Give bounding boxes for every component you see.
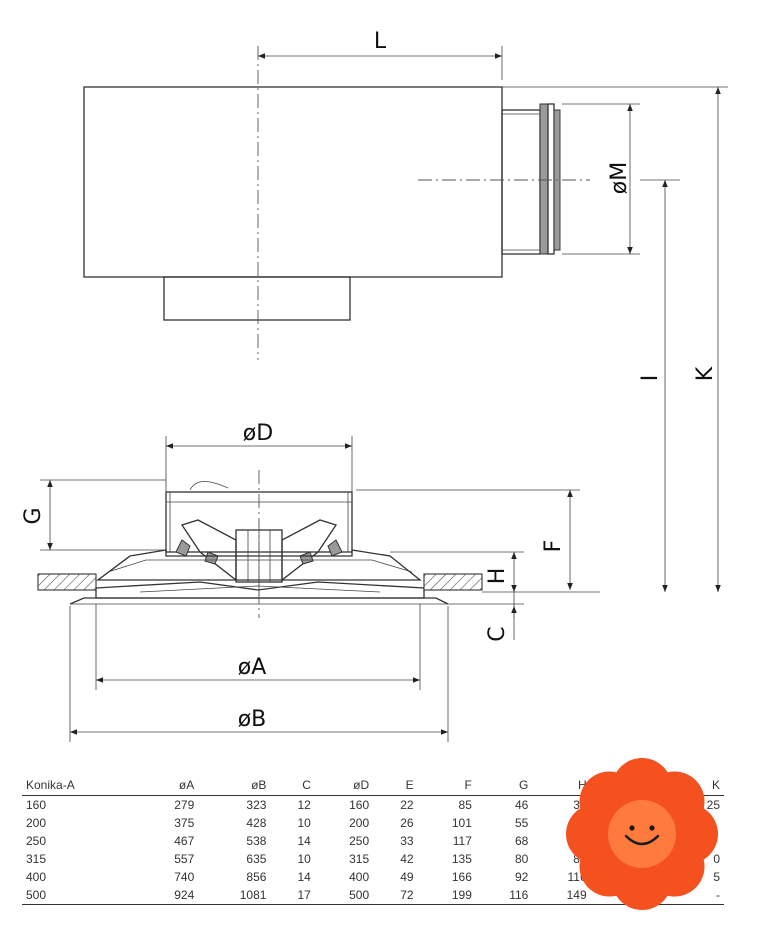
label-K: K: [693, 366, 718, 381]
table-cell: 279: [174, 798, 195, 812]
col-header: C: [270, 776, 315, 796]
label-B: øB: [238, 707, 267, 732]
table-cell: 500: [314, 886, 374, 905]
table-cell: 10: [297, 852, 311, 866]
table-cell: 22: [400, 798, 414, 812]
dimension-D: øD: [165, 421, 353, 492]
table-cell: 55: [514, 816, 529, 830]
table-cell: 26: [400, 816, 414, 830]
table-cell: 49: [400, 870, 414, 884]
table-cell: 25: [706, 798, 720, 812]
table-cell: 250: [26, 834, 47, 848]
table-cell: 315: [349, 852, 370, 866]
col-header: Konika-A: [22, 776, 140, 796]
table-cell: 92: [514, 870, 529, 884]
smiling-flower-icon: [566, 758, 718, 910]
table-cell: 1081: [198, 886, 271, 905]
label-L: L: [374, 29, 387, 54]
dimension-G: G: [21, 479, 166, 551]
table-cell: 160: [26, 798, 47, 812]
table-cell: 200: [349, 816, 370, 830]
dimension-L: L: [258, 29, 503, 80]
label-C: C: [485, 626, 510, 641]
dimension-K: K: [502, 86, 728, 592]
table-cell: 428: [246, 816, 267, 830]
dimension-I: I: [638, 179, 680, 592]
table-cell: 375: [174, 816, 195, 830]
table-cell: 0: [713, 852, 720, 866]
table-cell: 635: [246, 852, 267, 866]
col-header: øB: [198, 776, 271, 796]
col-header: H: [532, 776, 591, 796]
table-cell: 199: [417, 886, 476, 905]
plenum-box: [83, 86, 561, 321]
table-cell: 166: [451, 870, 472, 884]
table-cell: 323: [246, 798, 267, 812]
col-header: E: [373, 776, 418, 796]
label-F: F: [541, 540, 566, 553]
table-cell: 42: [400, 852, 414, 866]
table-cell: 400: [26, 870, 47, 884]
table-cell: 5: [713, 870, 720, 884]
flower-smile: [624, 834, 660, 846]
table-cell: 14: [297, 870, 311, 884]
table-cell: 557: [174, 852, 195, 866]
table-cell: 17: [270, 886, 315, 905]
label-I: I: [638, 375, 663, 382]
dimension-C: C: [448, 592, 524, 642]
diffuser-section: [37, 481, 483, 605]
dimension-M: øM: [562, 103, 640, 255]
table-cell: 315: [26, 852, 47, 866]
table-cell: 856: [246, 870, 267, 884]
table-cell: 14: [297, 834, 311, 848]
label-M: øM: [607, 162, 632, 194]
flower-face: [608, 800, 676, 868]
label-G: G: [21, 507, 46, 524]
dimension-H: H: [390, 551, 600, 593]
table-cell: 467: [174, 834, 195, 848]
flower-eye-right: [649, 825, 655, 831]
dimension-F: F: [356, 489, 580, 590]
flower-eye-left: [629, 825, 635, 831]
label-A: øA: [238, 655, 267, 680]
table-cell: 116: [475, 886, 533, 905]
table-cell: 135: [451, 852, 472, 866]
col-header: G: [475, 776, 533, 796]
label-D: øD: [243, 421, 273, 446]
col-header: øA: [139, 776, 199, 796]
technical-drawing: L øM I K: [21, 29, 728, 742]
table-cell: 149: [532, 886, 591, 905]
table-cell: 117: [452, 834, 472, 848]
table-cell: 72: [373, 886, 418, 905]
table-cell: 85: [458, 798, 472, 812]
table-cell: 740: [174, 870, 195, 884]
table-cell: 400: [349, 870, 370, 884]
dimension-B: øB: [69, 606, 449, 742]
col-header: F: [417, 776, 476, 796]
table-row: 3155576351031542135808528040: [22, 850, 724, 868]
table-cell: 538: [246, 834, 267, 848]
table-cell: 250: [349, 834, 370, 848]
table-cell: 46: [514, 798, 529, 812]
table-row: 4007408561440049166921163605: [22, 868, 724, 886]
table-cell: 12: [297, 798, 311, 812]
label-H: H: [485, 568, 510, 585]
table-cell: 68: [514, 834, 529, 848]
table-cell: 924: [139, 886, 199, 905]
table-cell: 200: [26, 816, 47, 830]
table-cell: 101: [451, 816, 472, 830]
col-header: øD: [314, 776, 374, 796]
table-cell: 33: [400, 834, 414, 848]
table-cell: 10: [297, 816, 311, 830]
table-cell: 500: [22, 886, 140, 905]
dimension-A: øA: [95, 604, 421, 690]
table-cell: 160: [349, 798, 370, 812]
table-cell: 80: [514, 852, 529, 866]
